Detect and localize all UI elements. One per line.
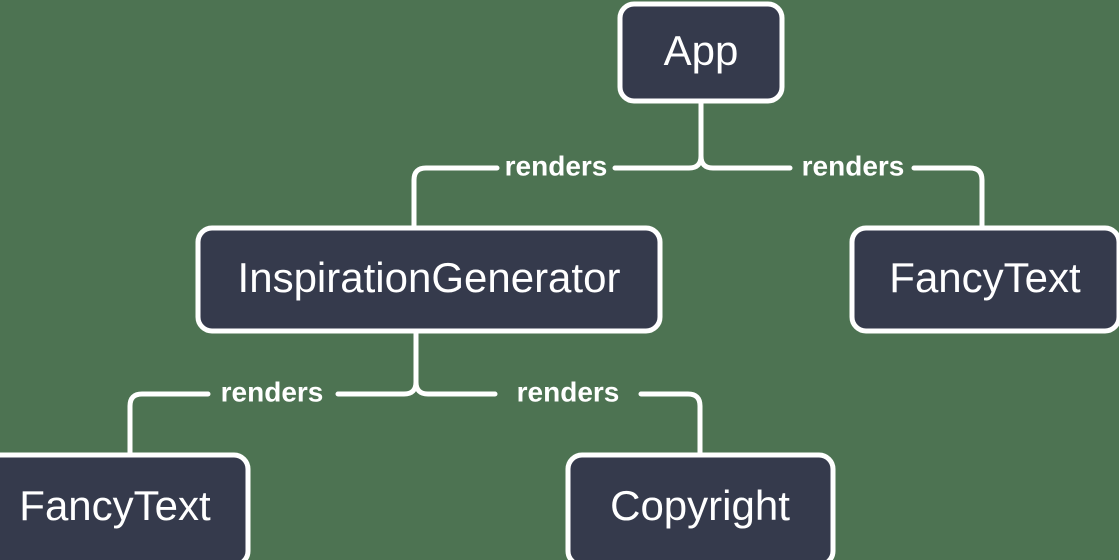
- node-fancytext-right[interactable]: FancyText: [849, 225, 1119, 334]
- node-copyright-label: Copyright: [610, 482, 790, 529]
- edge-inspiration-generator-to-copyright: [413, 328, 703, 458]
- node-copyright-box[interactable]: [565, 452, 836, 560]
- node-inspiration-generator-box[interactable]: [195, 225, 663, 334]
- node-app[interactable]: App: [617, 1, 785, 104]
- node-fancytext-right-box[interactable]: [849, 225, 1119, 334]
- edge-label-renders-inspiration-generator-copyright: renders: [517, 376, 620, 407]
- node-inspiration-generator[interactable]: InspirationGenerator: [195, 225, 663, 334]
- edge-label-layer: renders renders renders renders: [221, 150, 905, 407]
- edge-label-renders-app-inspiration-generator: renders: [505, 150, 608, 181]
- node-fancytext-bottom[interactable]: FancyText: [0, 452, 251, 560]
- node-copyright[interactable]: Copyright: [565, 452, 836, 560]
- edge-app-to-fancytext-right: [698, 98, 985, 231]
- node-inspiration-generator-label: InspirationGenerator: [238, 254, 621, 301]
- node-fancytext-bottom-label: FancyText: [19, 482, 211, 529]
- edge-label-renders-inspiration-generator-fancytext-bottom: renders: [221, 376, 324, 407]
- edge-label-renders-app-fancytext-right: renders: [802, 150, 905, 181]
- node-app-box[interactable]: [617, 1, 785, 104]
- edge-layer: [127, 98, 985, 458]
- node-fancytext-right-label: FancyText: [889, 254, 1081, 301]
- node-app-label: App: [664, 27, 739, 74]
- node-fancytext-bottom-box[interactable]: [0, 452, 251, 560]
